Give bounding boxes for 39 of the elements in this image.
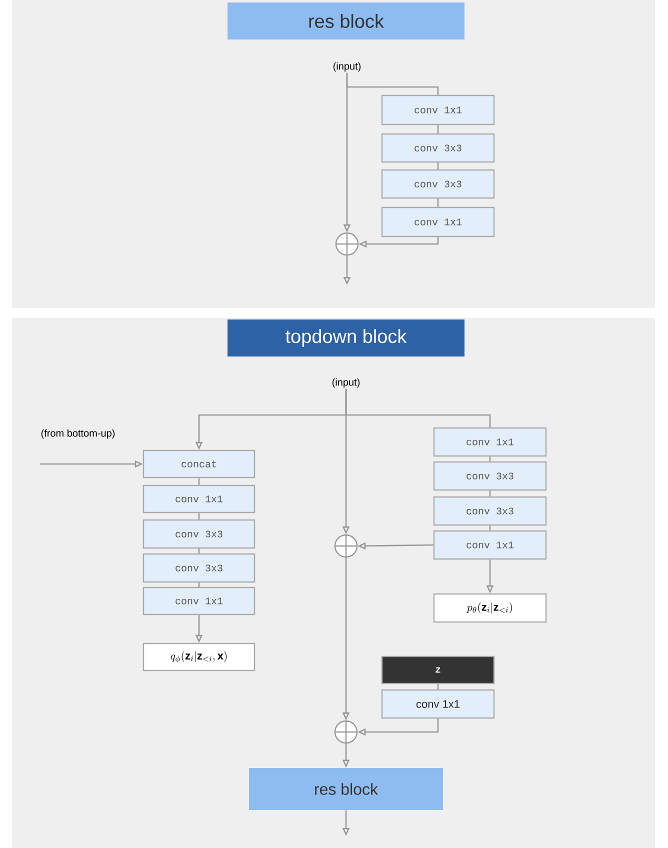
input-label: (input) [332, 378, 360, 388]
connector-line [489, 456, 491, 462]
connector-line [198, 513, 200, 520]
layer-box: conv 1x1 [381, 94, 495, 126]
layer-box: conv 1x1 [142, 586, 256, 616]
sum-circle [334, 720, 358, 744]
edge-label: (from bottom-up) [40, 428, 116, 440]
layer-box: conv 3x3 [142, 553, 256, 583]
block-box: res block [249, 768, 443, 810]
layer-box: conv 3x3 [142, 519, 256, 549]
connector-line [346, 72, 439, 95]
layer-box: concat [142, 450, 256, 478]
connector-line [437, 162, 439, 170]
layer-box: conv 1x1 [142, 484, 256, 514]
distribution-box: $p_\theta(\mathbf{z}_i|\mathbf{z}_{<i})$ [433, 593, 547, 623]
sum-circle [335, 232, 359, 256]
layer-box: conv 3x3 [433, 461, 547, 491]
connector-line [345, 388, 491, 428]
title-banner: topdown block [228, 320, 464, 356]
connector-line [489, 490, 491, 496]
layer-box: conv 1x1 [433, 427, 547, 457]
connector-line [489, 526, 491, 530]
connector-line [198, 478, 200, 485]
latent-box: z [381, 656, 495, 684]
connector-line [198, 582, 200, 587]
layer-box: conv 3x3 [433, 496, 547, 526]
layer-box: conv 3x3 [381, 169, 495, 199]
layer-box: conv 1x1 [381, 689, 495, 719]
connector-line [437, 198, 439, 207]
title-banner: res block [228, 2, 464, 40]
layer-box: conv 1x1 [433, 530, 547, 560]
sum-circle [334, 534, 358, 558]
layer-box: conv 3x3 [381, 133, 495, 163]
distribution-box: $q_\phi(\mathbf{z}_i|\mathbf{z}_{<i},\mathbf{x})$ [142, 642, 256, 672]
connector-line [437, 125, 439, 134]
connector-line [437, 684, 439, 690]
connector-line [198, 548, 200, 554]
layer-box: conv 1x1 [381, 206, 495, 238]
input-label: (input) [333, 62, 361, 72]
